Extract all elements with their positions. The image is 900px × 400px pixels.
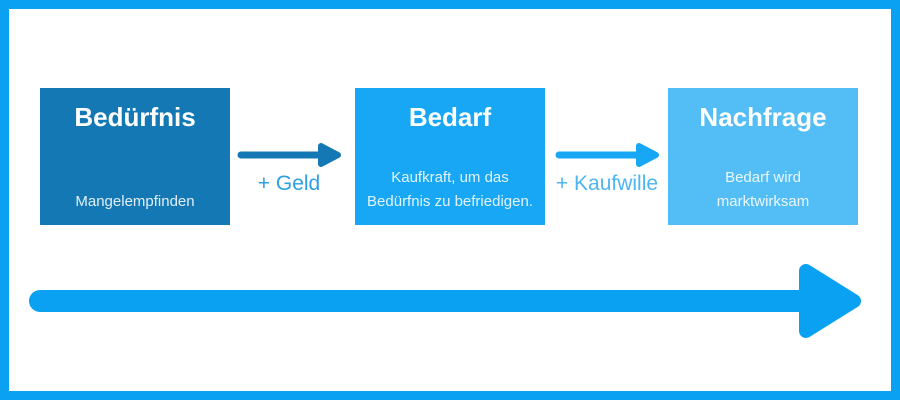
kaufwille-arrow-icon: [555, 143, 659, 167]
geld-arrow-icon: [237, 143, 341, 167]
stage-box-beduerfnis: Bedürfnis Mangelempfinden: [40, 88, 230, 225]
stage-subtitle-bedarf: Kaufkraft, um das Bedürfnis zu befriedig…: [367, 169, 533, 210]
stage-title-bedarf: Bedarf: [408, 102, 492, 132]
stage-title-beduerfnis: Bedürfnis: [74, 102, 196, 132]
stage-title-nachfrage: Nachfrage: [699, 102, 827, 132]
connector-label-kaufwille: + Kaufwille: [555, 172, 659, 195]
arrow-head: [636, 143, 659, 167]
timeline-arrow-head: [799, 264, 861, 338]
stage-subtitle-nachfrage: Bedarf wird marktwirksam: [716, 169, 810, 210]
stage-subtitle-beduerfnis: Mangelempfinden: [75, 193, 195, 210]
stage-box-nachfrage: Nachfrage Bedarf wird marktwirksam: [668, 88, 858, 225]
connector-label-geld: + Geld: [257, 172, 321, 195]
arrow-head: [318, 143, 341, 167]
timeline-arrow-icon: [29, 264, 861, 338]
stage-box-bedarf: Bedarf Kaufkraft, um das Bedürfnis zu be…: [355, 88, 545, 225]
